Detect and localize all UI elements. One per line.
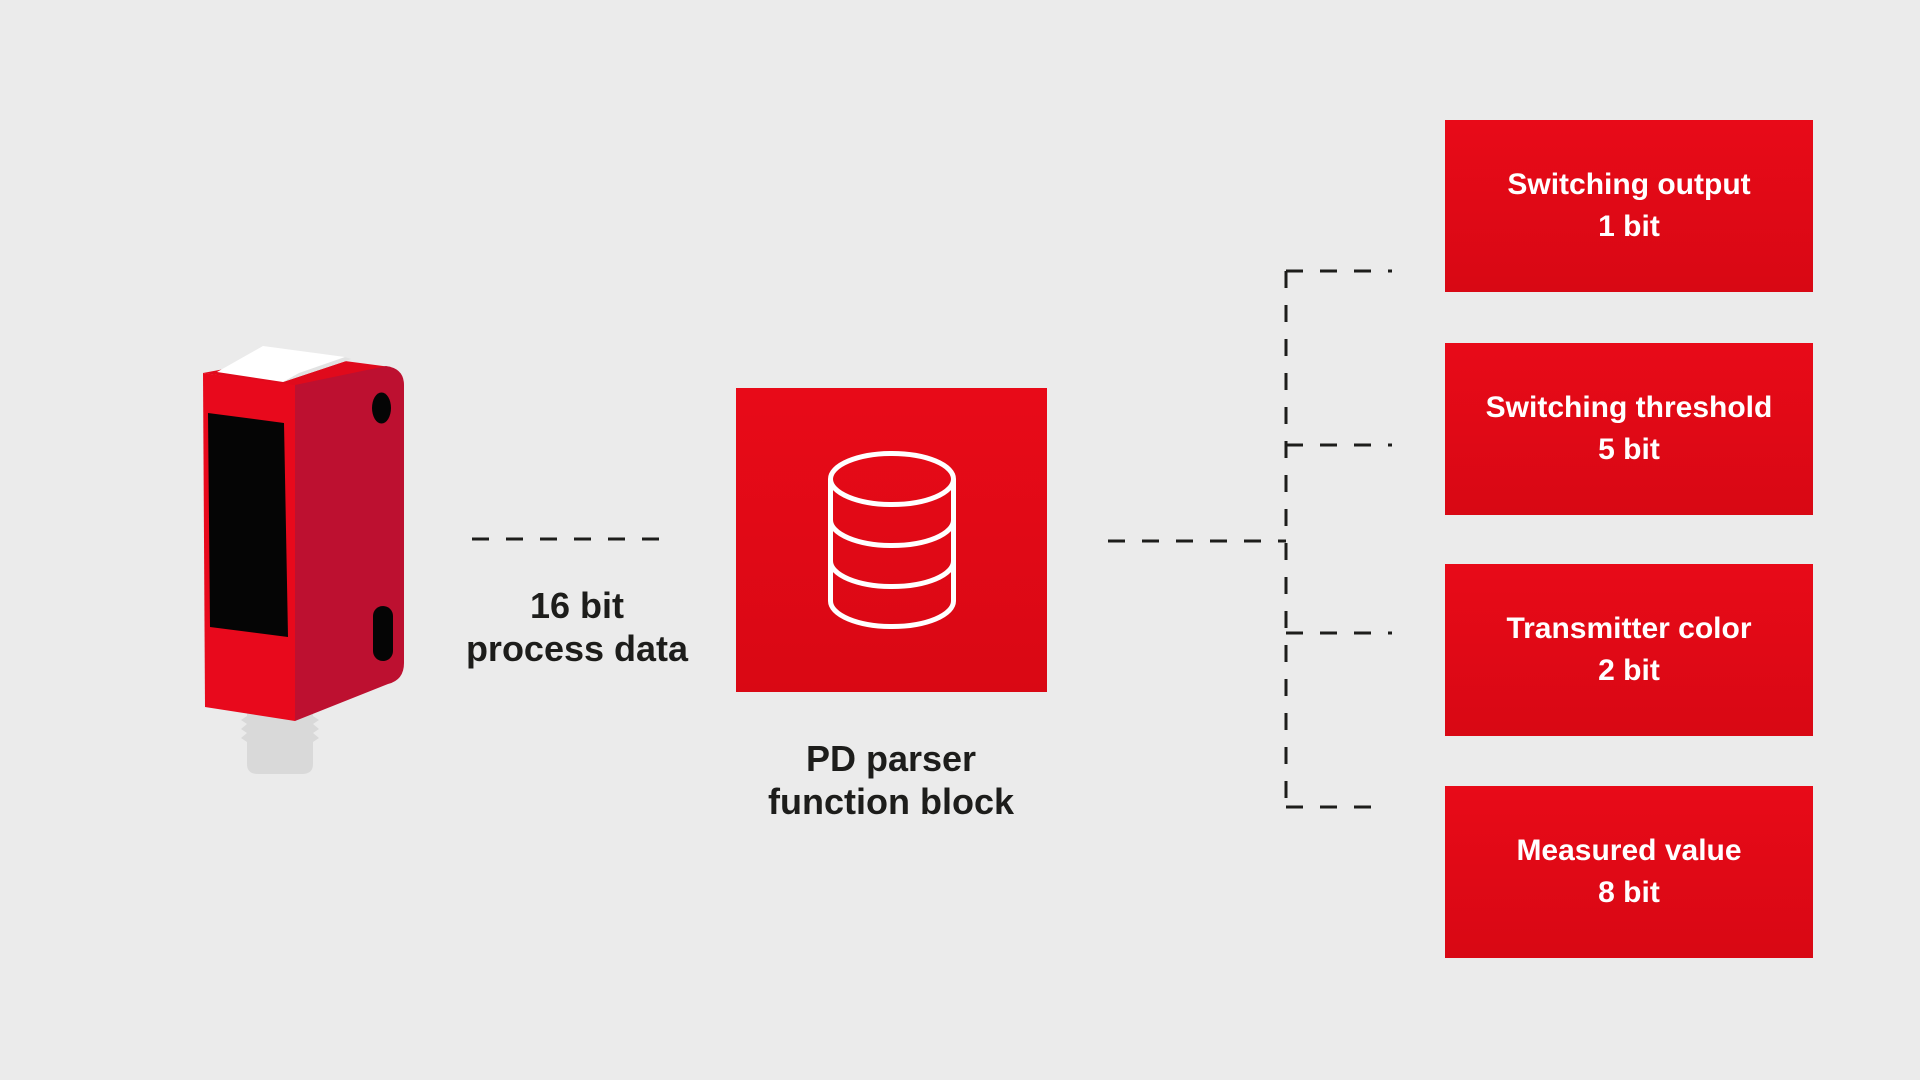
output-box-title: Measured value bbox=[1516, 834, 1742, 867]
output-box-title: Switching output bbox=[1507, 168, 1751, 201]
parser-caption: PD parser function block bbox=[741, 737, 1041, 823]
output-box-bits: 1 bit bbox=[1598, 210, 1660, 243]
output-box-title: Switching threshold bbox=[1485, 391, 1773, 424]
sensor-lens bbox=[208, 413, 288, 637]
sensor-hole-top bbox=[372, 392, 391, 424]
parser-caption-line2: function block bbox=[768, 781, 1014, 822]
sensor-illustration bbox=[203, 346, 404, 774]
sensor-cap bbox=[217, 346, 352, 382]
input-label-line2: process data bbox=[465, 628, 689, 669]
output-box-bits: 8 bit bbox=[1598, 876, 1660, 909]
output-box-bits: 5 bit bbox=[1598, 433, 1660, 466]
output-box-switching-output: Switching output 1 bit bbox=[1445, 120, 1813, 292]
input-label-line1: 16 bit bbox=[529, 585, 625, 626]
parser-caption-line1: PD parser bbox=[805, 738, 977, 779]
pd-parser-block bbox=[736, 388, 1047, 692]
output-box-switching-threshold: Switching threshold 5 bit bbox=[1445, 343, 1813, 515]
input-label: 16 bit process data bbox=[427, 584, 727, 670]
output-box-title: Transmitter color bbox=[1506, 612, 1752, 645]
sensor-connector bbox=[241, 712, 319, 774]
database-icon bbox=[827, 451, 956, 629]
output-box-measured-value: Measured value 8 bit bbox=[1445, 786, 1813, 958]
output-box-transmitter-color: Transmitter color 2 bit bbox=[1445, 564, 1813, 736]
sensor-hole-bottom bbox=[373, 606, 393, 661]
output-box-bits: 2 bit bbox=[1598, 654, 1660, 687]
sensor-cap-shade bbox=[283, 357, 352, 382]
